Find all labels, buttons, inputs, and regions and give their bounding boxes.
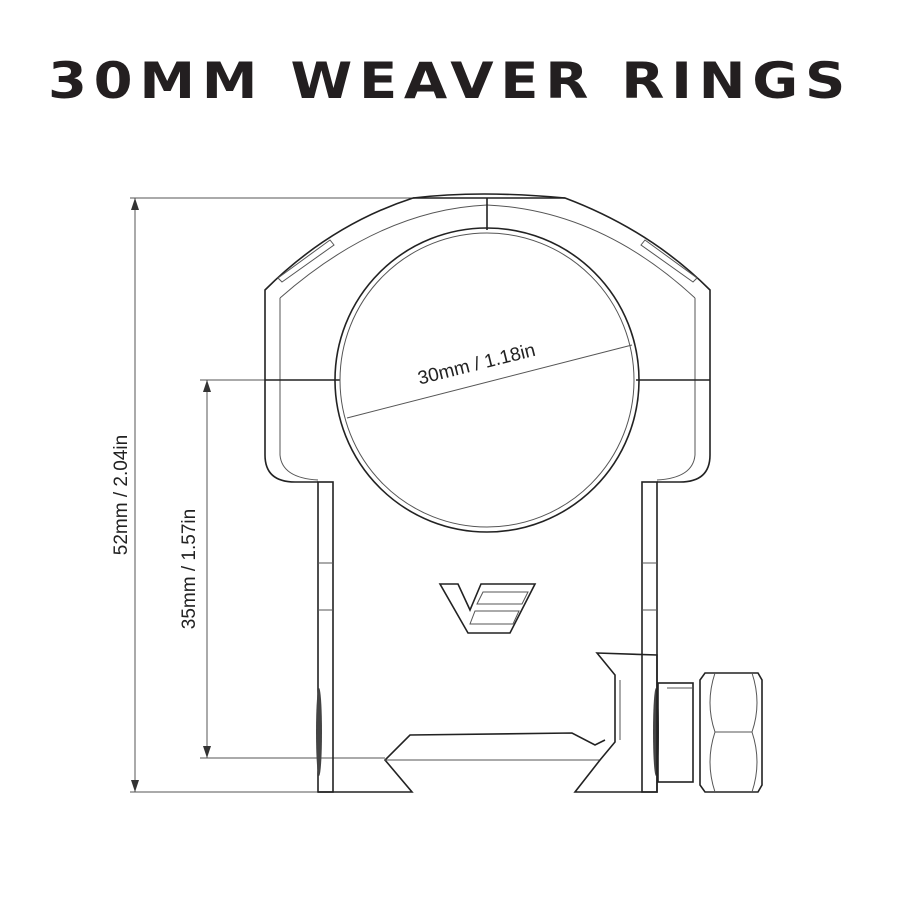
height-dimension-35mm: 35mm / 1.57in bbox=[179, 379, 385, 759]
tube-diameter-label: 30mm / 1.18in bbox=[416, 340, 538, 390]
height-dimension-52mm: 52mm / 2.04in bbox=[111, 197, 413, 793]
total-height-label: 52mm / 2.04in bbox=[111, 435, 132, 555]
ring-body bbox=[316, 481, 659, 793]
ring-cap bbox=[264, 193, 711, 483]
clamp-nut bbox=[657, 672, 763, 793]
page-title: 30MM WEAVER RINGS bbox=[47, 52, 853, 110]
tube-bore: 30mm / 1.18in bbox=[334, 227, 640, 533]
weaver-base bbox=[318, 652, 658, 793]
ve-logo bbox=[438, 583, 537, 634]
center-height-label: 35mm / 1.57in bbox=[179, 509, 200, 629]
